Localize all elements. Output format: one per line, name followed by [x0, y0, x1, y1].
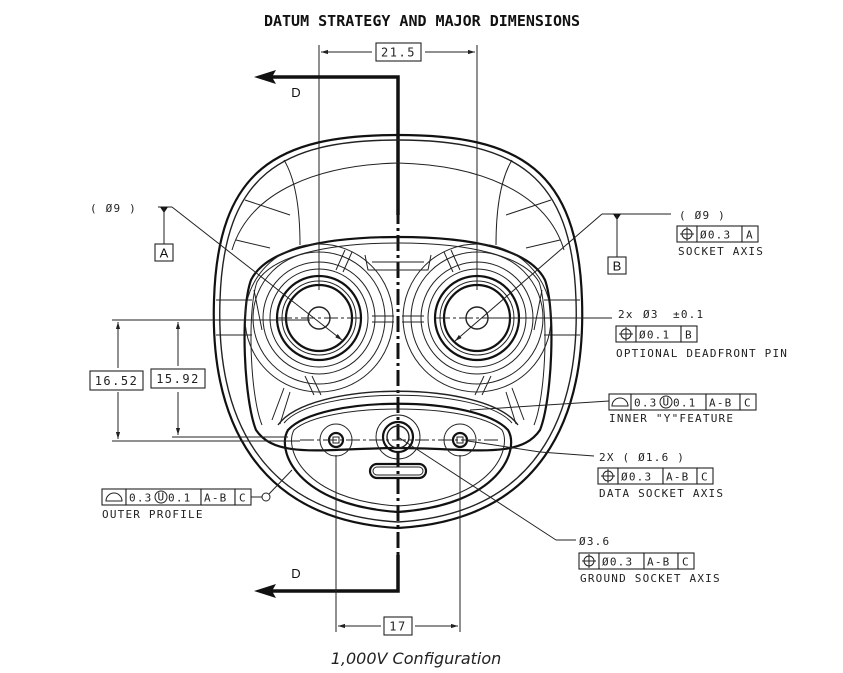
- section-label-bottom: D: [291, 566, 300, 581]
- datum-a-diameter-note: ( Ø9 ): [90, 202, 137, 215]
- fcf-modifier-value: 0.1: [168, 492, 191, 505]
- datum-b-box: [607, 256, 627, 275]
- fcf-tolerance: Ø0.3: [621, 471, 652, 484]
- fcf-tolerance: Ø0.3: [700, 229, 731, 242]
- unequal-profile-modifier-icon: [154, 490, 168, 504]
- drawing-title: DATUM STRATEGY AND MAJOR DIMENSIONS: [264, 12, 580, 30]
- fcf-datum-secondary: C: [682, 556, 690, 569]
- ground-socket-caption: GROUND SOCKET AXIS: [580, 572, 721, 585]
- profile-of-surface-icon: [105, 492, 123, 502]
- datum-b-diameter-note: ( Ø9 ): [679, 209, 726, 222]
- dimension-box-outer-height: [89, 370, 144, 391]
- data-socket-caption: DATA SOCKET AXIS: [599, 487, 724, 500]
- dimension-box-inner-height: [150, 368, 206, 389]
- fcf-datum-primary: A-B: [647, 556, 670, 569]
- fcf-datum-primary: A-B: [204, 492, 227, 505]
- unequal-profile-modifier-icon: [659, 395, 673, 409]
- position-icon: [619, 327, 633, 341]
- position-icon: [601, 469, 615, 483]
- left-socket: [244, 243, 394, 393]
- fcf-modifier: U: [663, 396, 671, 409]
- data-socket-callout: 2X ( Ø1.6 ) Ø0.3 A-B C DATA SOCKET AXIS: [467, 440, 724, 500]
- inner-y-feature-callout: 0.3 U 0.1 A-B C INNER "Y"FEATURE: [469, 393, 757, 425]
- dimension-outer-height-value: 16.52: [95, 374, 139, 388]
- ground-socket-note: Ø3.6: [579, 535, 610, 548]
- dimension-bottom-value: 17: [389, 620, 406, 634]
- fcf-tolerance: 0.3: [634, 397, 657, 410]
- fcf-datum-secondary: C: [701, 471, 709, 484]
- datum-b-caption: SOCKET AXIS: [678, 245, 764, 258]
- connector-body: [212, 133, 584, 530]
- fcf-datum: B: [685, 329, 693, 342]
- datum-b-feature-control-frame: Ø0.3 A: [676, 225, 759, 243]
- fcf-modifier-value: 0.1: [673, 397, 696, 410]
- section-line-top: D: [254, 70, 400, 215]
- ground-socket-feature-control-frame: Ø0.3 A-B C: [578, 552, 695, 570]
- deadfront-pin-callout: 2x Ø3 ±0.1 Ø0.1 B OPTIONAL DEADFRONT PIN: [488, 308, 788, 360]
- outer-profile-feature-control-frame: 0.3 U 0.1 A-B C: [101, 488, 252, 506]
- datum-b-callout: B ( Ø9 ) Ø0.3 A SOCKET AXIS: [454, 209, 764, 342]
- datum-a-box: [154, 243, 174, 262]
- fcf-modifier: U: [158, 491, 166, 504]
- fcf-tolerance: 0.3: [129, 492, 152, 505]
- fcf-datum-secondary: C: [744, 397, 752, 410]
- fcf-datum-primary: A-B: [666, 471, 689, 484]
- fcf-datum: A: [746, 229, 754, 242]
- dimension-top-width: 21.5: [318, 42, 478, 290]
- datum-a-callout: ( Ø9 ) A: [90, 202, 343, 341]
- datum-b-letter: B: [613, 259, 622, 274]
- dimension-box-bottom: [383, 616, 413, 636]
- dimension-bottom-width: 17: [335, 455, 461, 636]
- deadfront-note-tolerance: ±0.1: [673, 308, 704, 321]
- profile-of-surface-icon: [611, 397, 629, 407]
- dimension-inner-height-value: 15.92: [156, 372, 200, 386]
- fcf-tolerance: Ø0.1: [639, 329, 670, 342]
- data-socket-feature-control-frame: Ø0.3 A-B C: [597, 467, 714, 485]
- datum-a-letter: A: [160, 246, 169, 261]
- inner-y-feature-caption: INNER "Y"FEATURE: [609, 412, 734, 425]
- deadfront-note-prefix: 2x: [618, 308, 634, 321]
- outer-profile-callout: 0.3 U 0.1 A-B C OUTER PROFILE: [101, 469, 293, 521]
- section-line-bottom: D: [254, 555, 400, 598]
- dimension-left-heights: 16.52 15.92: [89, 319, 310, 442]
- dimension-box-top: [375, 42, 422, 62]
- deadfront-feature-control-frame: Ø0.1 B: [615, 325, 698, 343]
- outer-profile-caption: OUTER PROFILE: [102, 508, 204, 521]
- fcf-datum-primary: A-B: [709, 397, 732, 410]
- fcf-datum-secondary: C: [239, 492, 247, 505]
- dimension-top-value: 21.5: [381, 46, 416, 60]
- deadfront-caption: OPTIONAL DEADFRONT PIN: [616, 347, 788, 360]
- position-icon: [582, 554, 596, 568]
- inner-y-feature-control-frame: 0.3 U 0.1 A-B C: [608, 393, 757, 411]
- figure-caption: 1,000V Configuration: [331, 649, 502, 668]
- deadfront-note-diameter: Ø3: [643, 308, 659, 321]
- ground-socket-callout: Ø3.6 Ø0.3 A-B C GROUND SOCKET AXIS: [397, 436, 721, 585]
- position-icon: [680, 227, 694, 241]
- section-label-top: D: [291, 85, 300, 100]
- fcf-tolerance: Ø0.3: [602, 556, 633, 569]
- data-socket-note: 2X ( Ø1.6 ): [599, 451, 685, 464]
